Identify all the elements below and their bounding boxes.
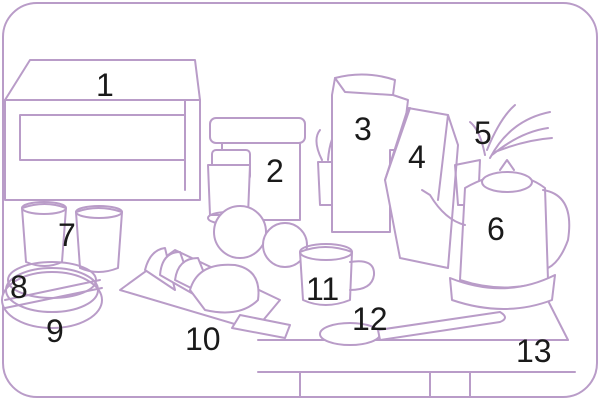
label-coffee-maker: 2 [266,153,284,189]
spoon [319,311,506,346]
label-milk-carton: 4 [408,139,426,175]
toaster-oven [4,59,201,201]
label-pitcher: 3 [354,111,372,147]
cutting-board-with-bread [119,247,291,339]
plates-and-chopsticks [1,261,103,329]
label-mug: 11 [306,271,339,307]
label-kettle: 6 [487,211,505,247]
label-spoon: 12 [352,301,388,337]
table [257,284,576,398]
kettle [421,159,571,310]
coffee-maker [207,117,306,225]
cups [21,201,123,273]
oranges [213,205,308,268]
label-plates: 9 [46,313,64,349]
label-cutting-board: 10 [185,321,221,357]
milk-carton [384,107,459,269]
label-cups: 7 [58,217,76,253]
label-toaster-oven: 1 [96,67,114,103]
label-table: 13 [516,333,552,369]
label-plant: 5 [474,115,492,151]
label-chopsticks: 8 [10,269,28,305]
mug [299,243,376,306]
